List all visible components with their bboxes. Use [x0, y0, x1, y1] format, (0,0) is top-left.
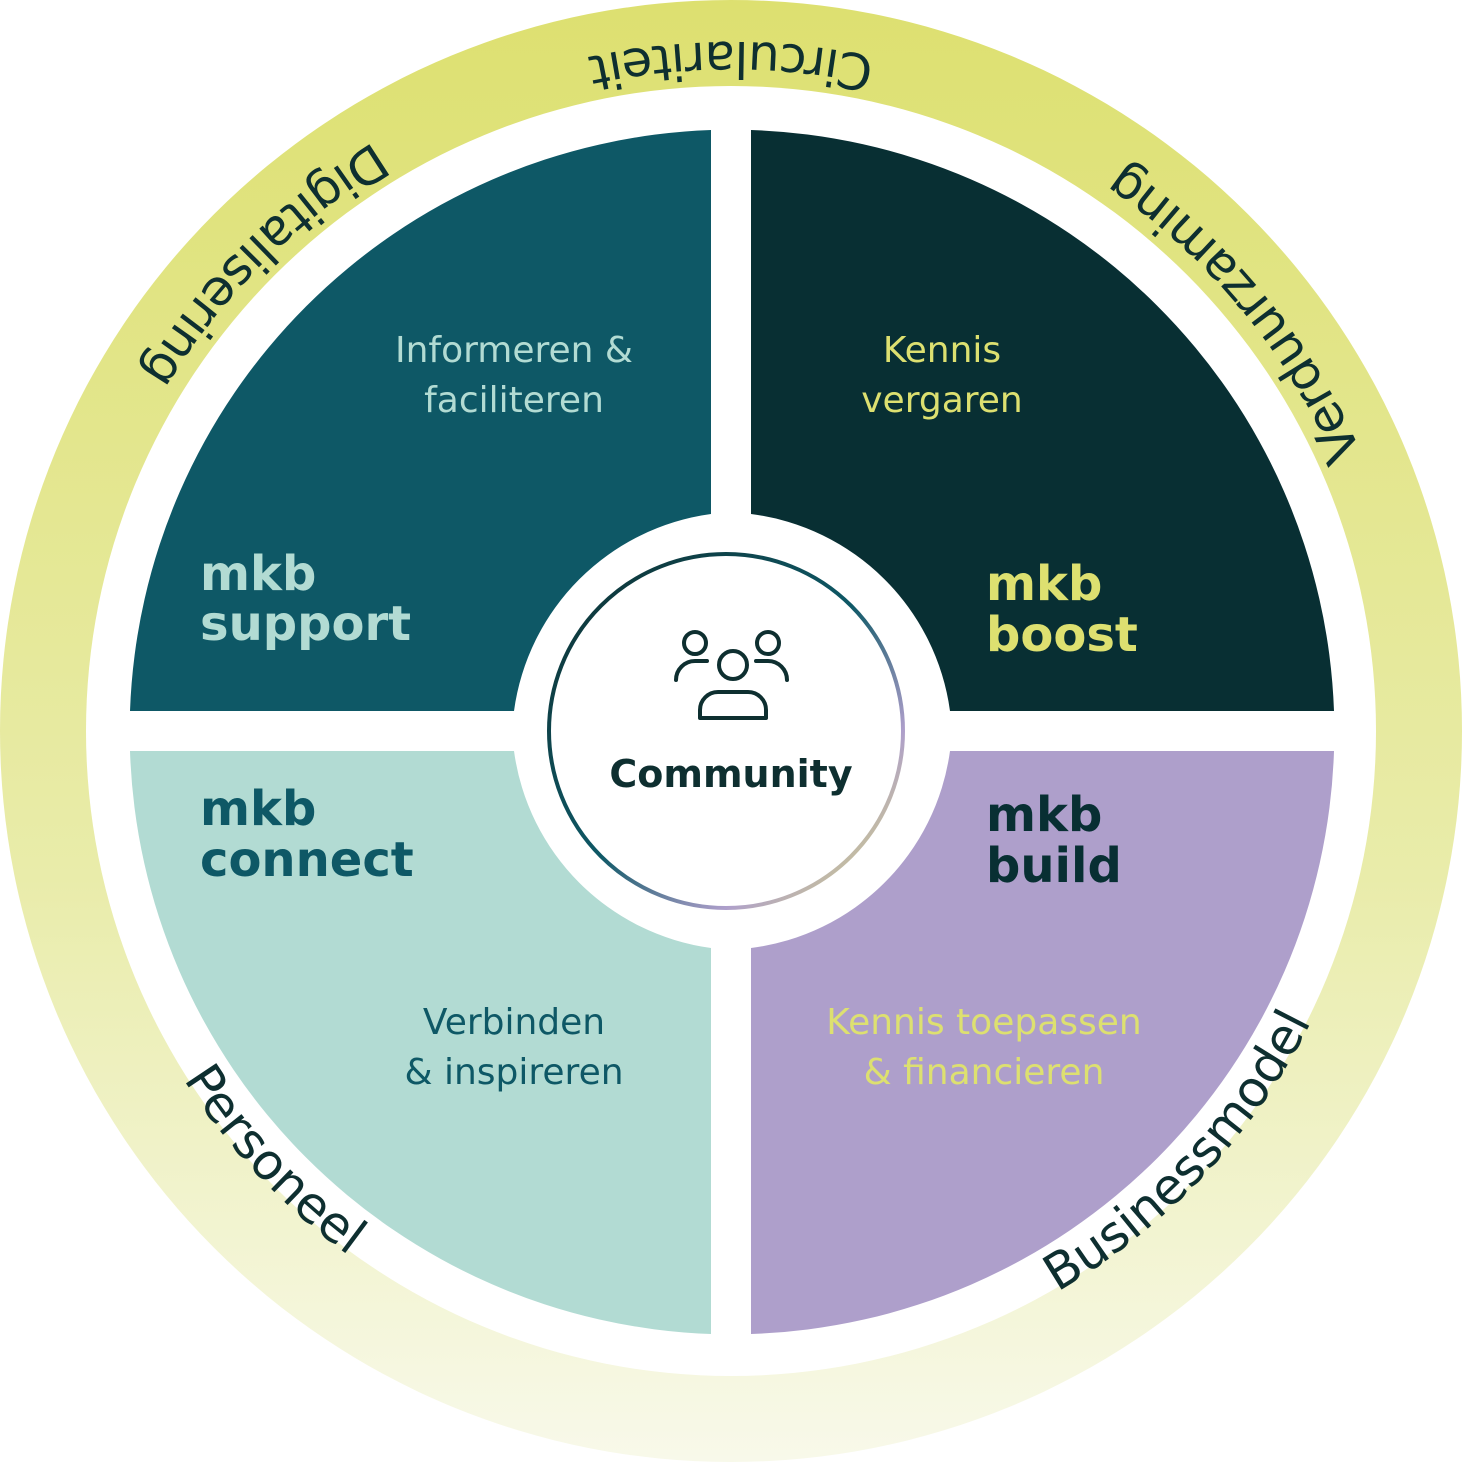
support-tag-line1: Informeren &: [395, 330, 633, 371]
center-label: Community: [609, 752, 852, 796]
boost-brand-line1: mkb: [986, 556, 1102, 612]
connect-tag-line1: Verbinden: [423, 1002, 605, 1043]
build-brand-line2: build: [986, 838, 1122, 894]
support-brand-line2: support: [200, 596, 411, 652]
quadrant-support: [130, 130, 711, 711]
quadrant-build: [751, 751, 1334, 1334]
connect-brand-line2: connect: [200, 832, 414, 888]
center-circle: [547, 552, 905, 910]
boost-brand-line2: boost: [986, 607, 1138, 663]
connect-brand-line1: mkb: [200, 781, 316, 837]
quadrant-boost: [751, 130, 1334, 711]
support-tag-line2: faciliteren: [424, 380, 604, 421]
support-brand-line1: mkb: [200, 546, 316, 602]
quadrant-connect: [130, 751, 711, 1334]
connect-tag-line2: & inspireren: [404, 1052, 623, 1093]
boost-tag-line2: vergaren: [861, 380, 1023, 421]
build-brand-line1: mkb: [986, 787, 1102, 843]
boost-tag-line1: Kennis: [883, 330, 1001, 371]
build-tag-line2: & financieren: [864, 1052, 1105, 1093]
build-tag-line1: Kennis toepassen: [826, 1002, 1141, 1043]
people-group-icon: [674, 630, 789, 720]
